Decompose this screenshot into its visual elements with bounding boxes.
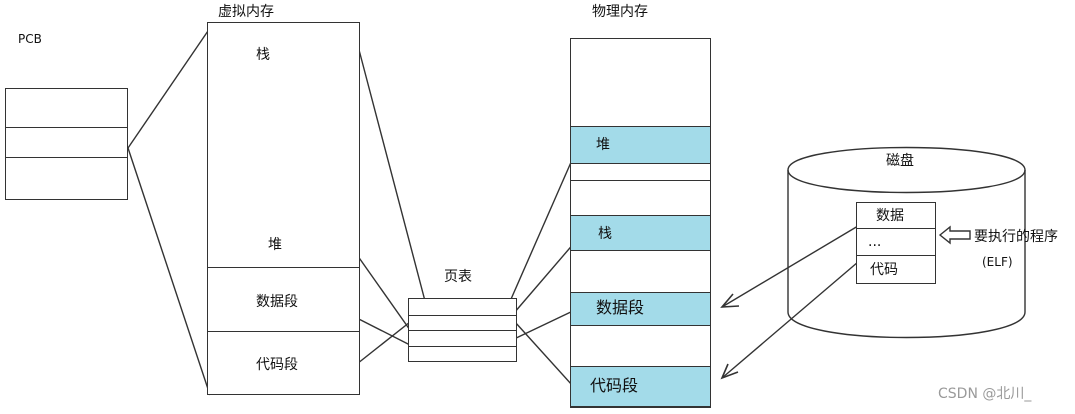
pm-heap-label: 堆 (596, 137, 610, 153)
watermark: CSDN @北川_ (938, 386, 1032, 402)
disk-ellipsis-label: ... (868, 234, 882, 250)
pm-stack-block (571, 215, 710, 251)
disk-data-arrowhead (720, 293, 740, 308)
vm-divider (208, 267, 359, 268)
pcb-divider (6, 157, 127, 158)
pcb-bottom-connector (127, 147, 211, 396)
pm-stack-label: 栈 (598, 226, 612, 242)
pm-data-segment-label: 数据段 (596, 298, 645, 317)
pcb-divider (6, 127, 127, 128)
pagetable-to-data (511, 309, 576, 341)
disk-bottom-curve (787, 311, 1026, 339)
pm-divider (571, 180, 710, 181)
program-format-label: (ELF) (982, 255, 1013, 269)
disk-code-arrowhead (720, 363, 739, 380)
virtual-memory-title: 虚拟内存 (218, 4, 274, 20)
disk-data-label: 数据 (876, 208, 904, 224)
physical-memory-title: 物理内存 (592, 4, 648, 20)
disk-data-arrow-line (721, 225, 859, 308)
program-pointer-arrow-icon (938, 225, 971, 245)
vm-heap-label: 堆 (268, 237, 282, 253)
program-file-divider (857, 228, 935, 229)
pagetable-to-code (514, 321, 573, 386)
pcb-block (5, 88, 128, 200)
program-label: 要执行的程序 (974, 229, 1058, 245)
pagetable-to-heap (507, 159, 573, 307)
vm-code-segment-label: 代码段 (256, 357, 298, 373)
disk-code-arrow-line (721, 261, 859, 379)
page-table-row-divider (409, 315, 516, 316)
pagetable-to-stack (507, 241, 576, 321)
page-table-row-divider (409, 346, 516, 347)
virtual-memory-column (207, 22, 360, 395)
pm-code-segment-label: 代码段 (590, 376, 639, 395)
disk-label: 磁盘 (886, 153, 914, 169)
program-file-divider (857, 255, 935, 256)
pcb-top-connector (127, 27, 211, 149)
pcb-label: PCB (18, 32, 42, 46)
vm-data-segment-label: 数据段 (256, 294, 298, 310)
page-table-row-divider (409, 330, 516, 331)
pm-code-segment-block (571, 366, 710, 407)
pm-data-segment-block (571, 292, 710, 326)
pm-heap-block (571, 126, 710, 164)
vm-stack-to-pagetable (357, 45, 431, 321)
vm-divider (208, 331, 359, 332)
disk-code-label: 代码 (870, 262, 898, 278)
vm-stack-label: 栈 (256, 47, 270, 63)
page-table (408, 298, 517, 362)
page-table-label: 页表 (444, 269, 472, 285)
program-file-block (856, 202, 936, 284)
